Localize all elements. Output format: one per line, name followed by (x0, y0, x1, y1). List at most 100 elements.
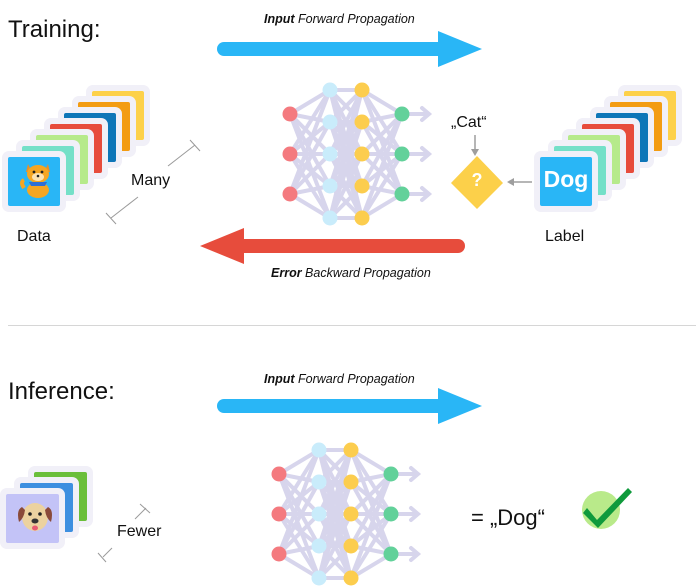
hidden-2-node (343, 570, 359, 586)
compare-symbol: ? (471, 170, 483, 190)
network-edge (360, 192, 404, 220)
hidden-2-node (343, 538, 359, 554)
prediction-label: „Cat“ (451, 114, 487, 131)
network-edge (277, 512, 321, 548)
shiba-dog-icon (20, 164, 50, 198)
network-edge (349, 512, 393, 556)
network-edge (277, 512, 321, 580)
network-edge (317, 513, 353, 579)
output-arrowhead (409, 506, 422, 522)
hidden-2-node (343, 442, 359, 458)
front-card (2, 151, 66, 212)
hidden-1-node (311, 442, 327, 458)
network-edge (360, 89, 404, 195)
inference-quantity-label: Fewer (117, 523, 162, 540)
output-arrowhead (409, 466, 422, 482)
training-quantity-label: Many (131, 172, 171, 189)
hidden-1-node (311, 538, 327, 554)
network-edge (349, 552, 393, 580)
hidden-1-node (322, 82, 338, 98)
input-node (282, 146, 298, 162)
card-face (6, 494, 59, 543)
network-edge (360, 88, 404, 156)
network-edge (277, 512, 321, 556)
network-edge (288, 113, 332, 219)
output-node (383, 546, 399, 562)
network-edge (288, 112, 332, 156)
network-edge (349, 448, 393, 476)
network-edge (288, 88, 332, 116)
inference-caption-rest: Forward Propagation (294, 372, 415, 386)
card-face (8, 157, 60, 206)
output-node (383, 506, 399, 522)
output-node (394, 186, 410, 202)
network-edge (288, 89, 332, 195)
network-edge (360, 152, 404, 220)
output-node (394, 146, 410, 162)
backward-caption-bold: Error (271, 266, 302, 280)
hidden-2-node (354, 82, 370, 98)
output-node (394, 106, 410, 122)
forward-caption-rest: Forward Propagation (294, 12, 415, 26)
hidden-1-node (311, 506, 327, 522)
section-divider (8, 325, 696, 326)
network-edge (277, 449, 321, 555)
hidden-1-node (322, 114, 338, 130)
network-edge (277, 473, 321, 579)
network-edge (349, 481, 393, 555)
network-edge (288, 121, 332, 195)
hidden-2-node (343, 474, 359, 490)
output-arrowhead (420, 146, 433, 162)
forward-caption-bold: Input (264, 12, 295, 26)
hidden-1-node (311, 570, 327, 586)
input-node (282, 106, 298, 122)
network-edge (349, 473, 393, 579)
network-edge (328, 88, 364, 124)
network-edge (288, 152, 332, 220)
output-arrowhead (420, 106, 433, 122)
hidden-2-node (354, 210, 370, 226)
network-edges (277, 448, 393, 580)
input-node (271, 546, 287, 562)
front-card (0, 488, 65, 549)
network-edge (317, 448, 353, 484)
network-edge (277, 481, 321, 555)
network-edge (277, 448, 321, 516)
inference-forward-caption: Input Forward Propagation (264, 372, 415, 386)
training-backward-caption: Error Backward Propagation (271, 266, 431, 280)
label-card-text: Dog (543, 166, 589, 192)
network-edge (288, 152, 332, 196)
network-edge (328, 184, 364, 220)
network-edge (360, 121, 404, 195)
hidden-2-node (354, 114, 370, 130)
inference-caption-bold: Input (264, 372, 295, 386)
training-data-label: Data (17, 228, 51, 245)
network-edge (328, 121, 364, 219)
training-title: Training: (8, 16, 101, 43)
network-edge (317, 481, 353, 579)
network-edge (277, 448, 321, 476)
hidden-1-node (322, 178, 338, 194)
backward-caption-rest: Backward Propagation (301, 266, 431, 280)
network-edge (360, 112, 404, 156)
network-edge (349, 480, 393, 516)
network-edge (277, 552, 321, 580)
network-edge (277, 472, 321, 516)
output-node (383, 466, 399, 482)
network-edge (288, 192, 332, 220)
hidden-1-node (322, 146, 338, 162)
inference-result: = „Dog“ (471, 505, 545, 530)
network-edge (360, 88, 404, 116)
input-node (271, 466, 287, 482)
compare-diamond-icon (451, 156, 503, 209)
network-edge (349, 448, 393, 516)
network-edge (349, 449, 393, 555)
hidden-2-node (354, 178, 370, 194)
input-node (282, 186, 298, 202)
inference-title: Inference: (8, 378, 115, 405)
front-card: Dog (534, 151, 598, 212)
